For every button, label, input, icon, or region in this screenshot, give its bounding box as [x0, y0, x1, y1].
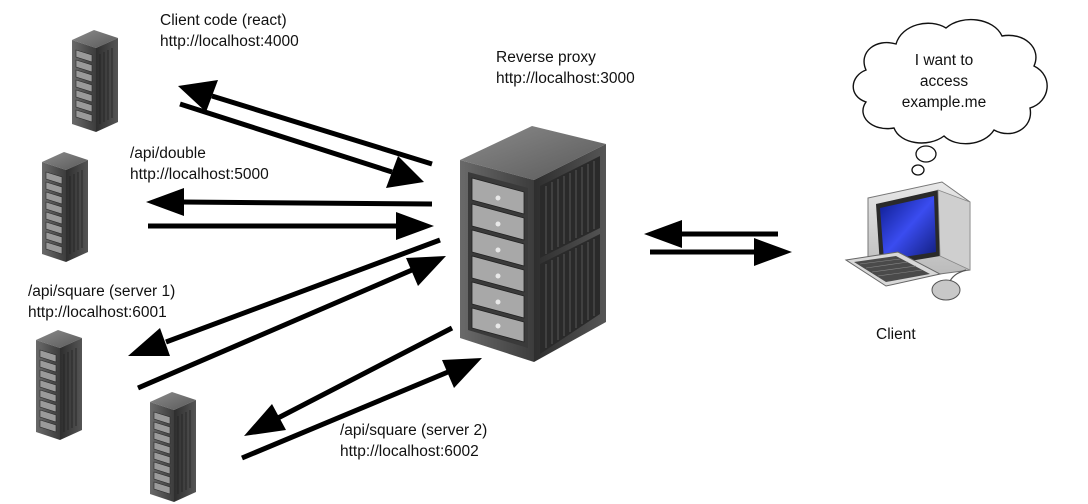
- api-square-2-url: http://localhost:6002: [340, 443, 479, 460]
- arrowhead: [406, 256, 446, 286]
- api-square-1-label: /api/square (server 1) http://localhost:…: [28, 281, 175, 323]
- arrow-to-proxy: [241, 369, 449, 461]
- client-label: Client: [876, 324, 916, 345]
- arrow-to-proxy: [137, 267, 413, 391]
- arrowhead: [386, 156, 424, 188]
- arrow-to-api-double: [181, 199, 433, 207]
- client-code-label: Client code (react) http://localhost:400…: [160, 10, 299, 52]
- arrowhead: [178, 80, 218, 112]
- api-square-1-name: /api/square (server 1): [28, 283, 176, 300]
- server-rack-icon: [150, 392, 196, 502]
- api-double-url: http://localhost:5000: [130, 166, 269, 183]
- api-square-1-url: http://localhost:6001: [28, 304, 167, 321]
- arrowhead: [396, 212, 434, 240]
- arrow-to-proxy: [179, 101, 393, 175]
- client-code-name: Client code (react): [160, 12, 287, 29]
- api-double-label: /api/double http://localhost:5000: [130, 143, 269, 185]
- thought-line-2: access: [919, 73, 969, 90]
- api-double-name: /api/double: [130, 145, 206, 162]
- api-square-2-label: /api/square (server 2) http://localhost:…: [340, 420, 487, 462]
- arrowhead: [442, 358, 482, 388]
- arrowhead: [128, 328, 170, 356]
- thought-line-1: I want to: [914, 52, 974, 69]
- arrowhead: [146, 188, 184, 216]
- arrow-to-client-code: [211, 93, 433, 167]
- arrow-to-square-2: [276, 325, 454, 421]
- reverse-proxy-name: Reverse proxy: [496, 49, 596, 66]
- client-name: Client: [876, 326, 916, 343]
- server-rack-icon: [42, 152, 88, 262]
- api-square-2-name: /api/square (server 2): [340, 422, 488, 439]
- client-code-url: http://localhost:4000: [160, 33, 299, 50]
- reverse-proxy-label: Reverse proxy http://localhost:3000: [496, 47, 635, 89]
- arrows: [128, 80, 792, 461]
- desktop-computer-icon: [844, 181, 971, 301]
- arrowhead: [644, 220, 682, 248]
- arrowhead: [244, 404, 286, 436]
- thought-cloud-icon: [852, 18, 1048, 176]
- thought-line-3: example.me: [901, 94, 987, 111]
- server-tower-icon: [460, 126, 606, 362]
- server-rack-icon: [36, 330, 82, 440]
- reverse-proxy-url: http://localhost:3000: [496, 70, 635, 87]
- server-rack-icon: [72, 30, 118, 132]
- arrow-to-square-1: [165, 237, 441, 345]
- arrowhead: [754, 238, 792, 266]
- thought-bubble-text: I want to access example.me: [878, 50, 1010, 113]
